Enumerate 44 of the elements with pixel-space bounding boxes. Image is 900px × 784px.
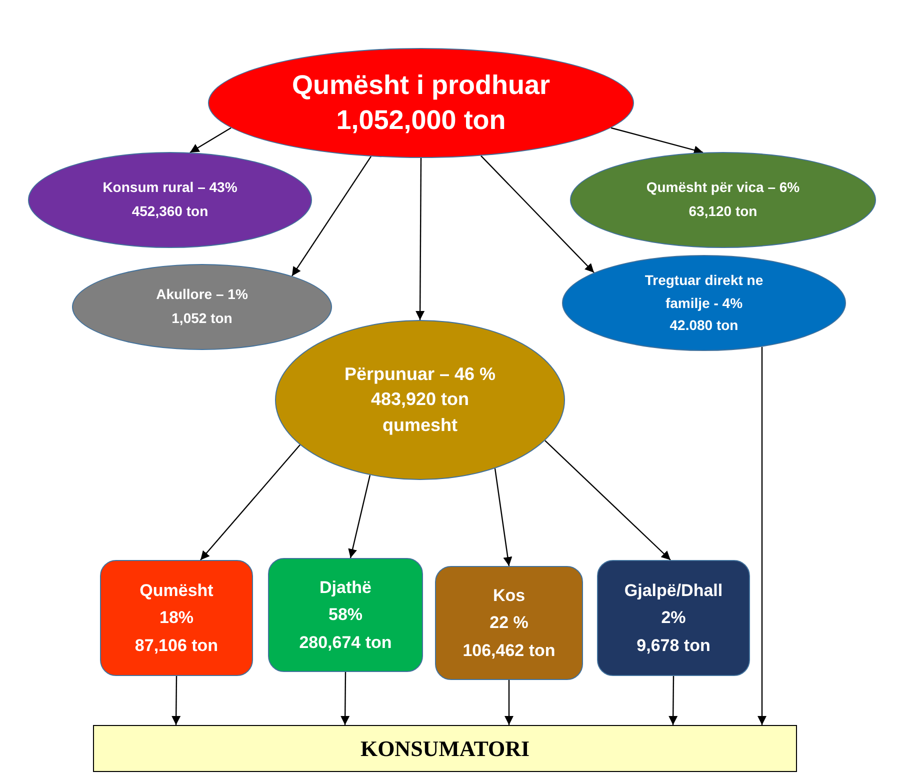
product-box — [268, 558, 423, 672]
node-text: Gjalpë/Dhall — [624, 580, 723, 602]
node-text: 9,678 ton — [636, 634, 710, 657]
node-text: Akullore – 1% — [156, 285, 248, 304]
product-box — [435, 566, 583, 680]
node-text: KONSUMATORI — [360, 735, 530, 763]
node-text: Kos — [492, 585, 526, 608]
arrow — [504, 680, 514, 725]
node-text: 106,462 ton — [462, 640, 556, 662]
arrow — [172, 676, 181, 725]
node-text: 280,674 ton — [299, 632, 392, 654]
node-text: Qumësht i prodhuar — [292, 68, 550, 102]
arrow — [190, 127, 232, 153]
node-text: Përpunuar – 46 % — [343, 363, 497, 386]
product-box — [597, 560, 750, 676]
node-text: 483,920 ton qumesht — [370, 388, 470, 437]
arrow — [610, 127, 704, 154]
node-text: Tregtuar direkt ne familje - 4% — [644, 271, 764, 313]
arrow — [544, 440, 671, 560]
node-text: 1,052,000 ton — [336, 104, 506, 137]
node-text: 87,106 ton — [134, 634, 218, 657]
node-text: 18% — [159, 607, 194, 630]
consumer-bar — [93, 725, 797, 772]
product-box — [100, 560, 253, 676]
arrow — [348, 474, 371, 558]
node-text: Djathë — [320, 577, 372, 600]
arrow — [668, 676, 678, 725]
node-text: 2% — [661, 607, 686, 630]
node-text: Qumësht për vica – 6% — [646, 178, 800, 198]
arrow — [416, 158, 425, 320]
arrow — [200, 444, 300, 560]
node-text: 22 % — [490, 612, 528, 634]
arrow — [494, 468, 512, 566]
node-text: 58% — [328, 604, 363, 626]
node-text: Qumësht — [140, 580, 214, 602]
arrow — [292, 156, 372, 276]
node-text: 42.080 ton — [668, 316, 740, 336]
arrow — [758, 346, 766, 725]
node-text: Konsum rural – 43% — [102, 178, 238, 198]
arrow — [480, 155, 594, 274]
node-text: 1,052 ton — [172, 309, 232, 328]
arrow — [340, 672, 350, 725]
node-text: 63,120 ton — [688, 202, 758, 221]
node-text: 452,360 ton — [132, 202, 208, 221]
